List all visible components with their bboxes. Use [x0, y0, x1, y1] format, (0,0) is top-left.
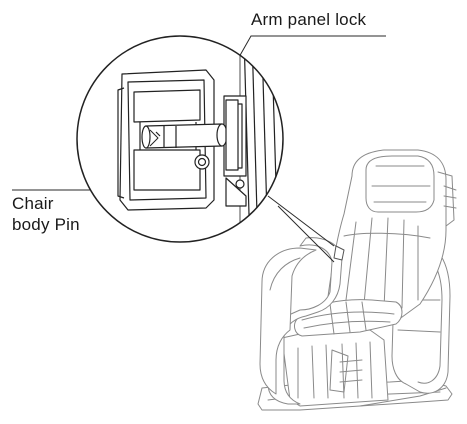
chair-seat [294, 299, 403, 337]
pin-mount-plate [225, 99, 239, 171]
zoom-leader-lower [277, 205, 335, 263]
chair-backrest [325, 149, 457, 325]
chair-body-pin-label-line2: body Pin [12, 215, 80, 234]
left-arm-panel [259, 237, 345, 405]
massage-chair-illustration [257, 149, 457, 411]
chair-body-pin-label: Chair body Pin [12, 193, 80, 235]
chair-body-pin-label-line1: Chair [12, 194, 54, 213]
zoom-detail [76, 35, 284, 243]
arm-panel-lock-label: Arm panel lock [251, 10, 367, 29]
zoom-leader-upper [267, 195, 335, 247]
lock-screw [194, 154, 210, 170]
leg-rest [281, 329, 389, 407]
chair-body-pin [141, 123, 228, 149]
